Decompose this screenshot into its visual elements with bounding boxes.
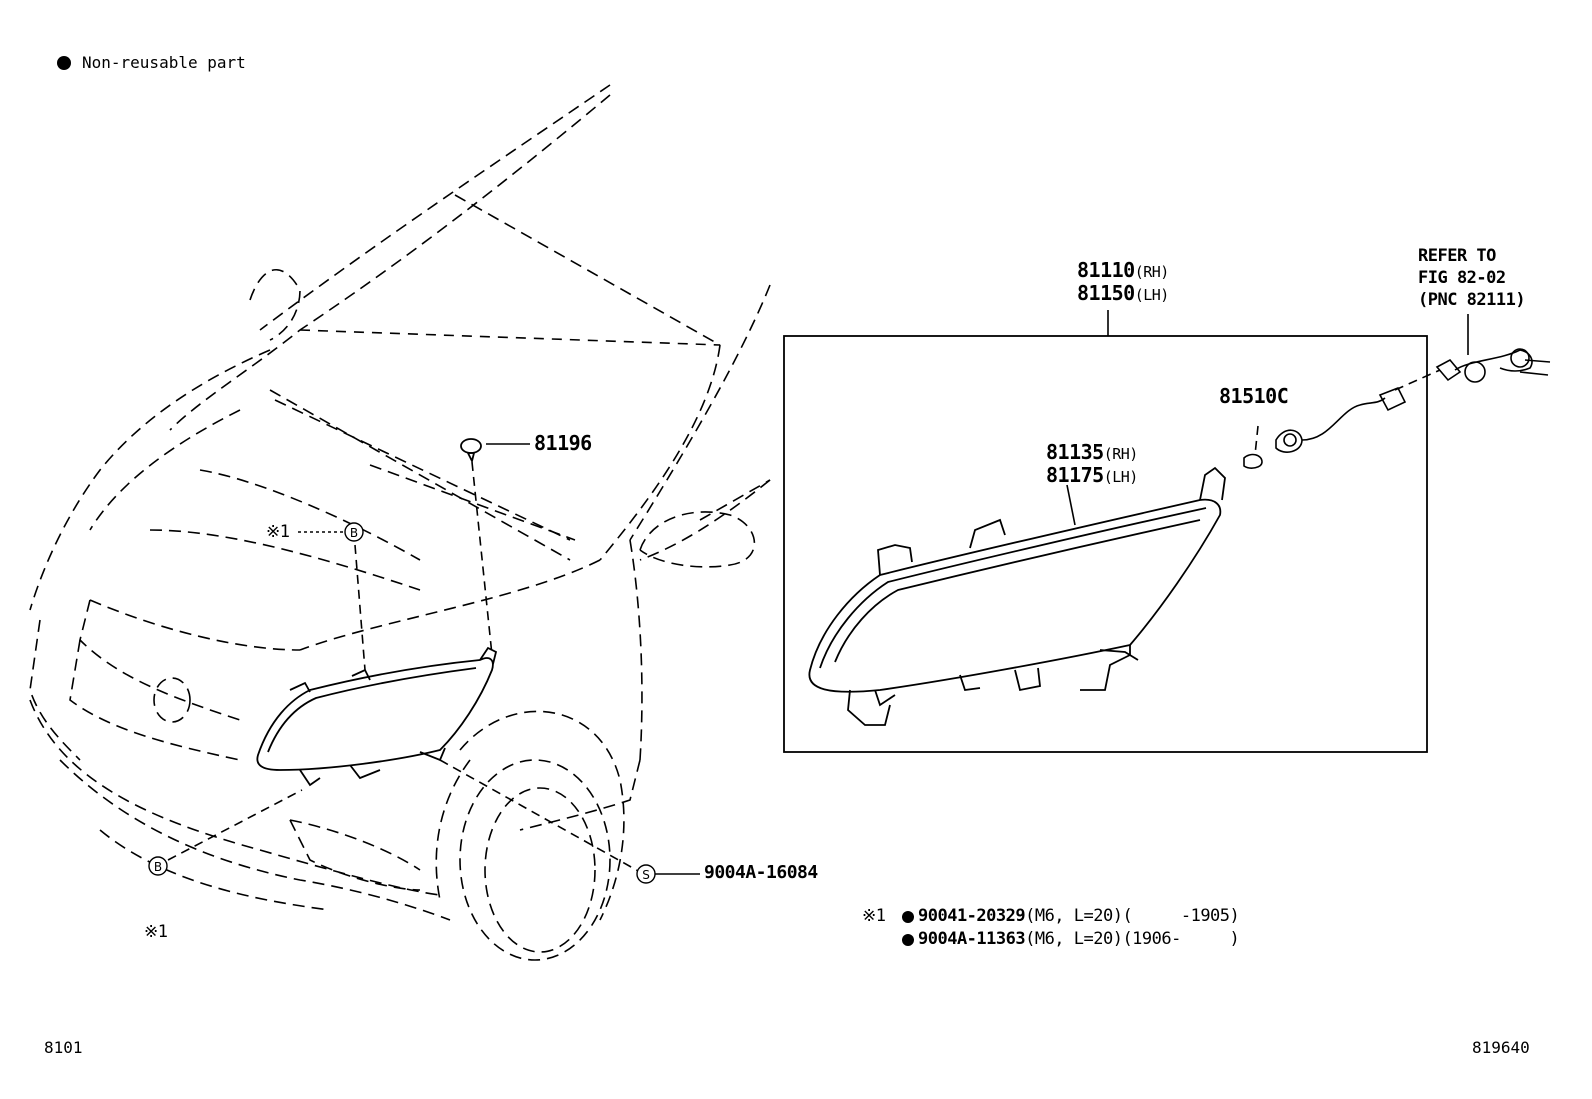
part-81110-side: (RH) [1134, 263, 1170, 281]
solid-leaders [298, 310, 1469, 875]
non-reusable-dot-icon [57, 56, 71, 70]
part-81135-side: (RH) [1103, 445, 1139, 463]
footer-right-code: 819640 [1472, 1038, 1530, 1057]
part-81135-number: 81135 [1046, 440, 1104, 464]
bolt-1-spec: (M6, L=20)( -1905) [1025, 906, 1240, 926]
refer-line-2: FIG 82-02 [1418, 268, 1506, 288]
bolt-2-number: 9004A-11363 [918, 929, 1026, 949]
marker-s [636, 864, 656, 884]
legend-text: Non-reusable part [82, 53, 246, 72]
refer-line-3: (PNC 82111) [1418, 290, 1526, 310]
ref-marker-top: ※1 [266, 522, 290, 542]
circle-markers: B B S [57, 56, 914, 946]
marker-b-bottom [148, 856, 168, 876]
part-81175-side: (LH) [1103, 468, 1139, 486]
marker-b-top [344, 522, 364, 542]
part-81175: 81175(LH) [1046, 465, 1138, 485]
part-81110: 81110(RH) [1077, 260, 1169, 280]
bolt1-dot-icon [902, 911, 914, 923]
bolt-2-spec: (M6, L=20)(1906- ) [1025, 929, 1240, 949]
bulb-and-socket [1243, 348, 1551, 469]
part-81196: 81196 [534, 431, 592, 455]
footer-left-code: 8101 [44, 1038, 83, 1057]
note-bolt-1: 90041-20329(M6, L=20)( -1905) [918, 906, 1240, 926]
vehicle-body-dashed [29, 84, 771, 961]
part-81150-number: 81150 [1077, 281, 1135, 305]
note-bolt-2: 9004A-11363(M6, L=20)(1906- ) [918, 929, 1240, 949]
marker-b-bottom-label: B [154, 860, 162, 874]
leader-lines [167, 369, 1441, 873]
part-81110-number: 81110 [1077, 258, 1135, 282]
headlamp-on-vehicle [256, 438, 498, 787]
part-81135: 81135(RH) [1046, 442, 1138, 462]
detail-box [783, 335, 1428, 753]
part-81510C: 81510C [1219, 384, 1289, 408]
marker-b-top-label: B [350, 526, 358, 540]
bolt-1-number: 90041-20329 [918, 906, 1026, 926]
part-81150-side: (LH) [1134, 286, 1170, 304]
refer-line-1: REFER TO [1418, 246, 1496, 266]
note-ref-marker: ※1 [862, 906, 886, 926]
marker-s-label: S [642, 868, 650, 882]
headlamp-detail [808, 466, 1226, 726]
part-9004A-16084: 9004A-16084 [704, 862, 818, 883]
part-81175-number: 81175 [1046, 463, 1104, 487]
part-81150: 81150(LH) [1077, 283, 1169, 303]
bolt2-dot-icon [902, 934, 914, 946]
ref-marker-bottom: ※1 [144, 922, 168, 942]
